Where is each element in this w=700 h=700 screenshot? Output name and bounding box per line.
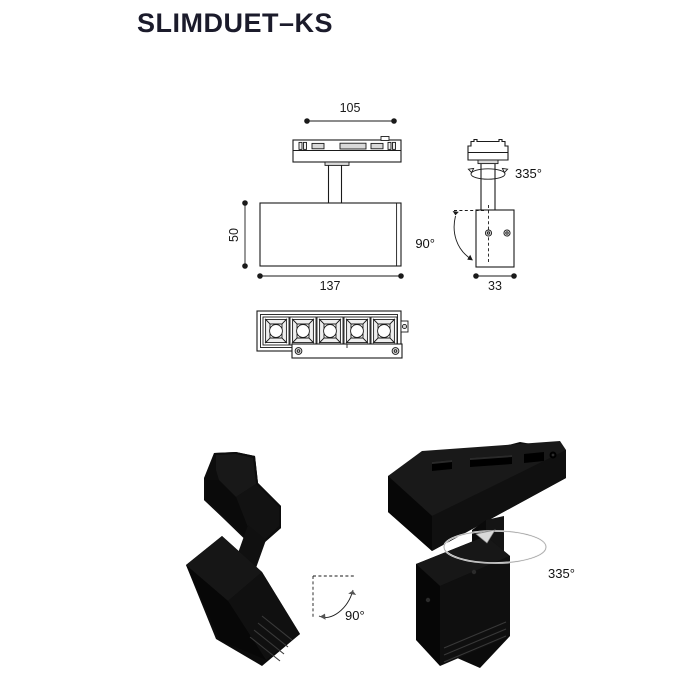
track-adapter-side [467,138,509,165]
led-cell [343,316,371,346]
dimension-137 [257,273,404,279]
dimension-label-105: 105 [340,101,361,115]
luminaire-body-front [259,202,402,267]
support-stem-side [480,163,496,210]
page-title: SLIMDUET–KS [137,8,334,38]
render-tilt [186,452,357,666]
bottom-plan-view [256,310,409,359]
rotation-annotation-335 [443,529,547,564]
support-stem-front [327,165,343,203]
tilt-annotation-90 [312,575,357,620]
dimension-label-137: 137 [320,279,341,293]
angle-label-335-side: 335° [515,166,542,181]
render-rotation-caption: 335° [548,566,575,581]
led-cell [262,316,290,346]
track-adapter-front [292,136,402,166]
side-connector-tab [400,320,409,333]
angle-label-90-side: 90° [415,236,435,251]
led-cell [370,316,398,346]
led-cell [289,316,317,346]
dimension-50 [242,200,248,269]
dimension-33 [473,273,517,279]
rotation-indicator-335 [467,167,509,180]
front-elevation-view [242,118,404,279]
dimension-label-33: 33 [488,279,502,293]
tilt-indicator-90 [452,210,486,261]
dimension-105 [304,118,397,124]
mounting-bracket-bar [291,343,403,359]
head-body-side [475,205,515,268]
dimension-label-50: 50 [227,228,241,242]
side-elevation-view [452,138,517,279]
render-tilt-caption: 90° [345,608,365,623]
render-rotation [388,441,566,668]
